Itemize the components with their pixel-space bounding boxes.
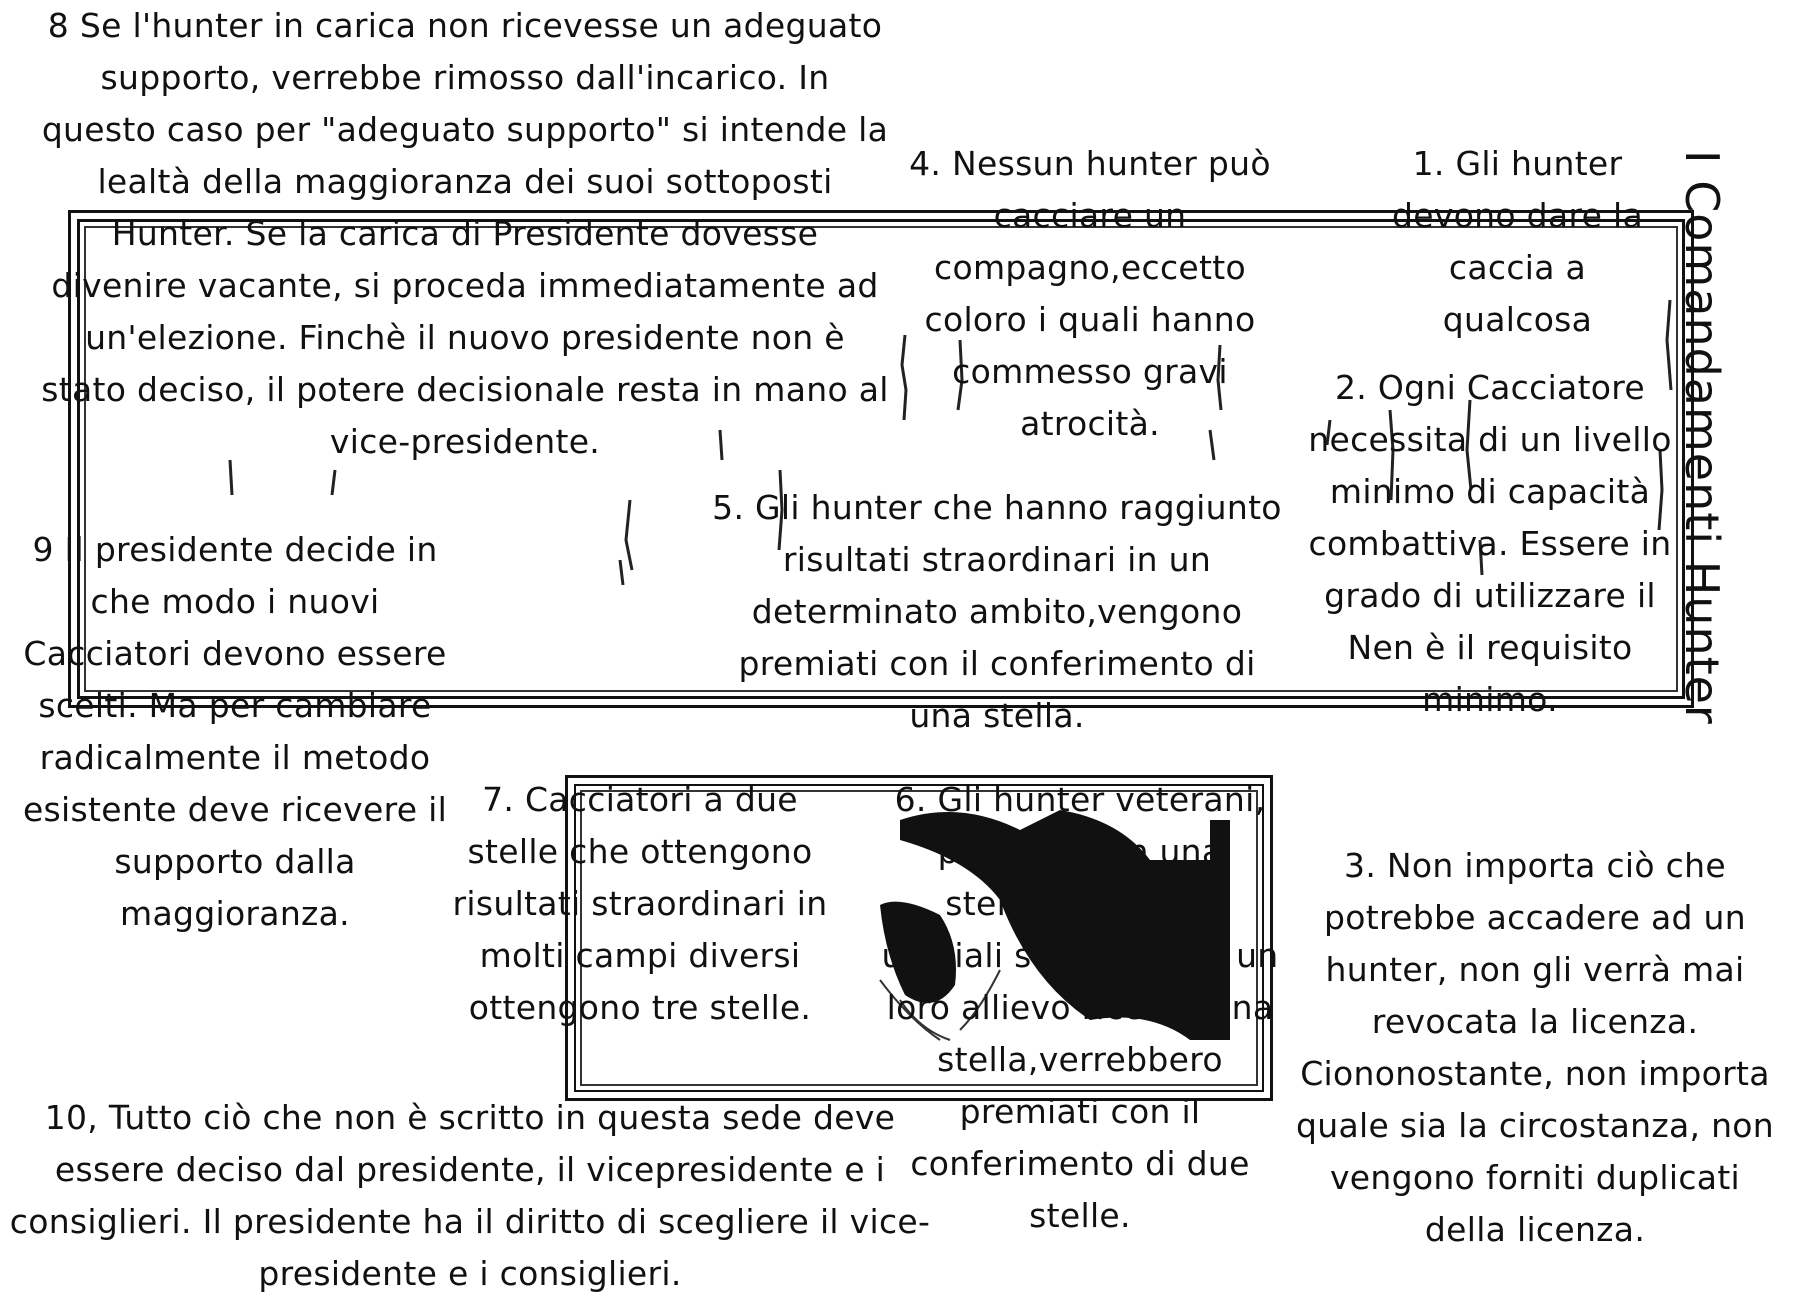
rule-1-text: 1. Gli hunter devono dare la caccia a qu…: [1392, 144, 1643, 339]
rule-9-text: 9 Il presidente decide in che modo i nuo…: [22, 530, 448, 933]
rule-10-text: 10, Tutto ciò che non è scritto in quest…: [9, 1098, 931, 1293]
outer-border-frame: [68, 210, 1694, 708]
rule-3-text: 3. Non importa ciò che potrebbe accadere…: [1296, 846, 1774, 1249]
rule-4-text: 4. Nessun hunter può cacciare un compagn…: [909, 144, 1271, 443]
rule-5-text: 5. Gli hunter che hanno raggiunto risult…: [712, 488, 1282, 735]
page-title: I Comandamenti Hunter: [1675, 150, 1729, 725]
rule-8-text: 8 Se l'hunter in carica non ricevesse un…: [41, 6, 889, 461]
rule-7-text: 7. Cacciatori a due stelle che ottengono…: [452, 780, 828, 1027]
inner-border-frame: [565, 775, 1273, 1101]
rule-6-text: 6. Gli hunter veterani, premiati con una…: [881, 780, 1279, 1235]
rule-2-text: 2. Ogni Cacciatore necessita di un livel…: [1308, 368, 1672, 719]
